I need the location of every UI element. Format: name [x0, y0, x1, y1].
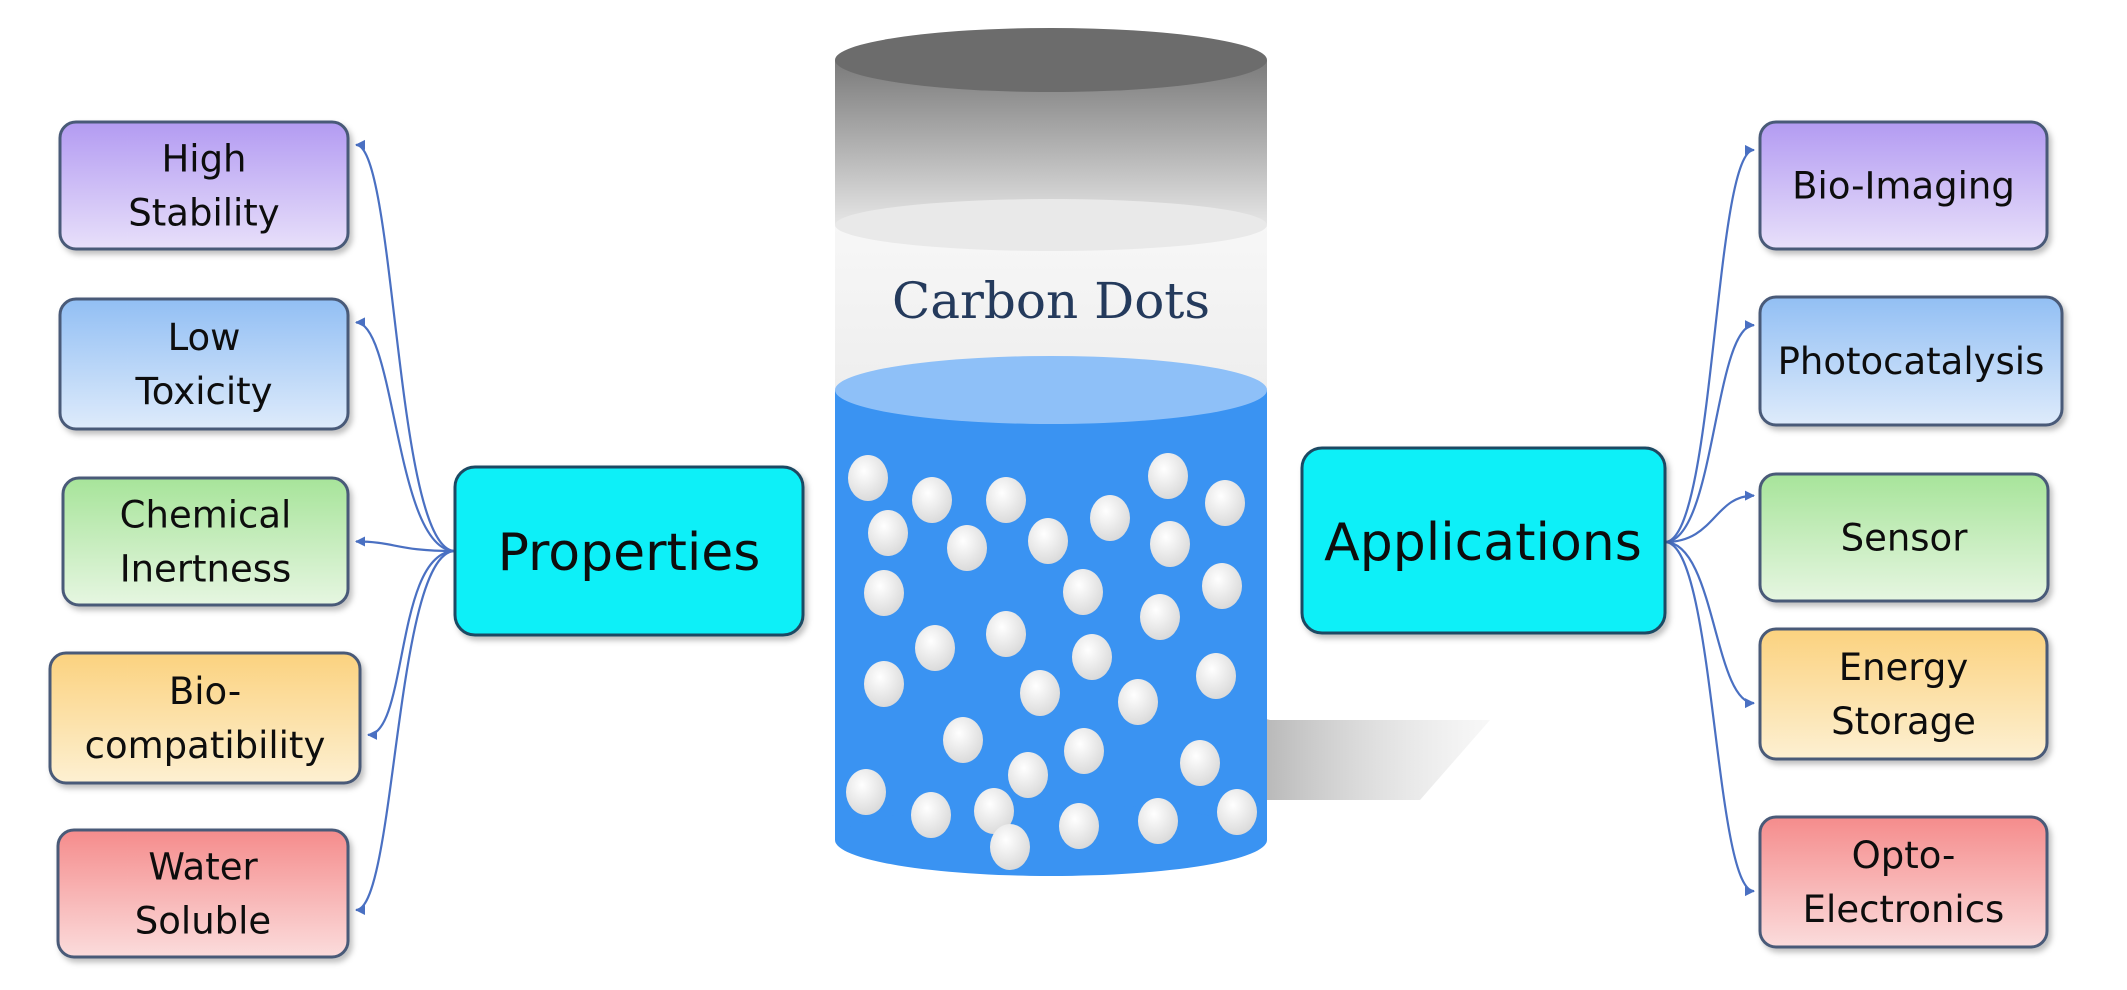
applications-box-4-label-line: Energy [1839, 646, 1969, 689]
properties-box-3-label-line: Inertness [120, 548, 292, 591]
carbon-dot [1028, 518, 1068, 564]
carbon-dot [915, 625, 955, 671]
connector-arrows [355, 139, 1755, 915]
property-list: HighStabilityLowToxicityChemicalInertnes… [48, 120, 362, 959]
carbon-dot [986, 611, 1026, 657]
carbon-dot [986, 477, 1026, 523]
applications-box-1-bg [1758, 120, 2049, 251]
applications-box-5-label-line: Electronics [1803, 888, 2005, 931]
vessel [835, 28, 1267, 876]
carbon-dot [943, 717, 983, 763]
applications-connector-5 [1664, 540, 1755, 897]
carbon-dot [848, 455, 888, 501]
properties-box-4-label-line: Bio- [169, 670, 241, 713]
properties-box-1-label-line: Stability [128, 192, 279, 235]
properties-connector-3 [355, 536, 456, 553]
carbon-dot [864, 570, 904, 616]
vessel-liquid-bottom [835, 804, 1267, 876]
applications-connector-1 [1664, 145, 1755, 544]
applications-connector-2 [1664, 320, 1755, 544]
properties-hub-box [453, 465, 805, 637]
properties-connector-4 [367, 549, 456, 740]
properties-box-5-bg [56, 828, 350, 959]
applications-box-3-label-line: Sensor [1841, 517, 1969, 560]
carbon-dot [1148, 453, 1188, 499]
carbon-dot [990, 824, 1030, 870]
carbon-dot [912, 477, 952, 523]
carbon-dot [1072, 634, 1112, 680]
properties-connector-2 [355, 317, 456, 553]
properties-hub: Properties [453, 465, 805, 637]
applications-box-5: Opto- Electronics [1758, 815, 2049, 949]
properties-box-4-bg [48, 651, 362, 785]
carbon-dot [1118, 679, 1158, 725]
applications-box-4-label-line: Storage [1831, 700, 1976, 743]
carbon-dot [1205, 480, 1245, 526]
applications-box-5-label-line: Opto- [1852, 834, 1956, 877]
applications-connector-4 [1664, 540, 1755, 709]
applications-box-4-bg [1758, 627, 2049, 761]
applications-box-1-label-line: Bio-Imaging [1792, 165, 2015, 208]
carbon-dot [947, 525, 987, 571]
carbon-dot [1202, 563, 1242, 609]
properties-box-2-label-line: Toxicity [134, 370, 272, 413]
applications-box-3: Sensor [1758, 472, 2050, 603]
applications-hub-label: Applications [1324, 513, 1642, 573]
vessel-cap-top [835, 28, 1267, 92]
applications-hub-box [1300, 446, 1667, 635]
carbon-dot-particles [846, 453, 1257, 870]
application-list: Bio-ImagingPhotocatalysisSensorEnergySto… [1758, 120, 2064, 949]
carbon-dot [1138, 798, 1178, 844]
properties-box-1-label-line: High [161, 138, 246, 181]
properties-box-3-bg [61, 476, 350, 607]
properties-hub-label: Properties [498, 523, 761, 583]
applications-box-3-bg [1758, 472, 2050, 603]
applications-box-1: Bio-Imaging [1758, 120, 2049, 251]
carbon-dot [1059, 803, 1099, 849]
properties-box-1-bg [58, 120, 350, 251]
carbon-dot [911, 792, 951, 838]
applications-connector-3 [1664, 490, 1755, 544]
carbon-dot [864, 661, 904, 707]
properties-box-4-label-line: compatibility [85, 724, 326, 767]
carbon-dot [1140, 594, 1180, 640]
carbon-dot [1180, 740, 1220, 786]
carbon-dot [1008, 752, 1048, 798]
applications-box-2-bg [1758, 295, 2064, 427]
carbon-dot [846, 769, 886, 815]
carbon-dot [868, 510, 908, 556]
applications-box-2: Photocatalysis [1758, 295, 2064, 427]
properties-connector-1 [355, 139, 456, 553]
applications-box-5-bg [1758, 815, 2049, 949]
applications-hub: Applications [1300, 446, 1667, 635]
properties-connector-5 [355, 549, 456, 915]
properties-box-5-label-line: Soluble [135, 900, 271, 943]
carbon-dot [1150, 521, 1190, 567]
carbon-dot [974, 788, 1014, 834]
properties-box-3-label-line: Chemical [120, 494, 292, 537]
carbon-dot [1063, 569, 1103, 615]
properties-box-5-label-line: Water [148, 846, 258, 889]
properties-box-2-bg [58, 297, 350, 431]
vessel-liquid-surface [835, 356, 1267, 424]
carbon-dot [1090, 495, 1130, 541]
carbon-dot [1064, 728, 1104, 774]
vessel-title: Carbon Dots [892, 272, 1210, 330]
properties-box-4: Bio-compatibility [48, 651, 362, 785]
carbon-dot [1020, 670, 1060, 716]
carbon-dot [1196, 653, 1236, 699]
applications-box-2-label-line: Photocatalysis [1778, 340, 2045, 383]
carbon-dot [1217, 789, 1257, 835]
vessel-cap-rim [835, 199, 1267, 251]
properties-box-2-label-line: Low [168, 316, 241, 359]
